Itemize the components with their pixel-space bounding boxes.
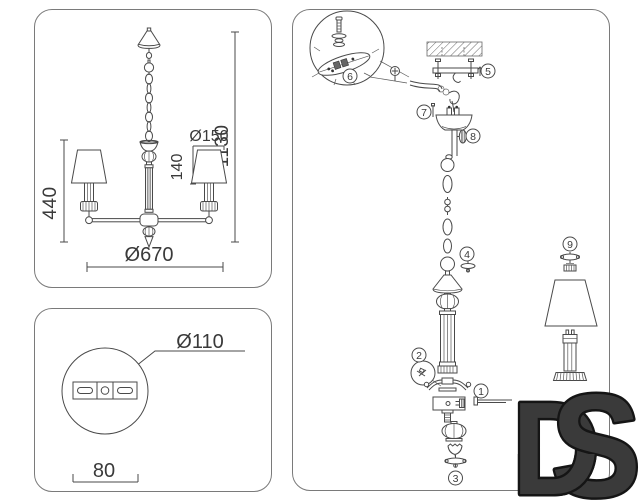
ceiling-plate-drawing	[61, 347, 149, 435]
svg-text:2: 2	[416, 350, 422, 362]
part-label-8: 8	[465, 128, 481, 144]
svg-text:4: 4	[464, 249, 470, 261]
dim-label-670: Ø670	[125, 244, 174, 266]
svg-text:6: 6	[347, 71, 353, 83]
dim-plate-diameter: Ø110	[138, 331, 245, 365]
svg-text:3: 3	[453, 473, 459, 485]
svg-text:5: 5	[485, 66, 491, 78]
part-label-5: 5	[480, 63, 496, 79]
canopy-drawing	[435, 105, 473, 156]
body-box	[432, 396, 466, 411]
canopy-view-panel	[34, 308, 272, 492]
canopy-view-drawing: Ø110 80	[61, 331, 245, 483]
assembly-drawing: 6 5 7 8 4 9 2 1	[309, 10, 598, 486]
shade-assembly	[544, 252, 598, 381]
dim-label-150: Ø150	[189, 128, 228, 145]
ds-logo: D S	[504, 382, 643, 500]
mount-screw	[390, 66, 400, 81]
dim-label-140: 140	[169, 154, 186, 181]
part-label-7: 7	[416, 104, 432, 120]
chandelier-drawing	[70, 27, 228, 249]
dim-label-80: 80	[93, 460, 115, 482]
arms-drawing	[423, 377, 472, 392]
dim-label-110: Ø110	[176, 331, 223, 353]
suspension-wires	[409, 80, 460, 113]
lower-finial-stack	[441, 409, 467, 468]
left-candle	[70, 149, 108, 212]
dim-bracket-width: 80	[72, 460, 139, 483]
right-candle	[190, 149, 228, 212]
dim-fixture-height: 440	[40, 139, 68, 243]
svg-text:7: 7	[421, 107, 427, 119]
part1-screw	[473, 396, 512, 406]
ceiling-hatch	[426, 41, 483, 57]
mounting-bracket	[432, 58, 479, 83]
part-label-2: 2	[411, 347, 427, 363]
svg-text:9: 9	[567, 239, 573, 251]
dim-label-440: 440	[40, 186, 61, 219]
part4-finial	[460, 260, 476, 273]
dim-fixture-diameter: Ø670	[86, 244, 224, 272]
part-label-4: 4	[459, 246, 475, 262]
center-column-stack	[432, 274, 463, 374]
mount-detail-circle	[309, 10, 385, 86]
svg-text:8: 8	[470, 131, 476, 143]
part-label-9: 9	[562, 236, 578, 252]
part-label-3: 3	[448, 470, 463, 486]
part-label-6: 6	[342, 68, 358, 84]
chain-drawing	[440, 154, 455, 276]
part-label-1: 1	[473, 383, 489, 399]
front-view-drawing: 440 1130 Ø670 Ø150 140	[40, 27, 239, 272]
svg-text:1: 1	[478, 386, 484, 398]
